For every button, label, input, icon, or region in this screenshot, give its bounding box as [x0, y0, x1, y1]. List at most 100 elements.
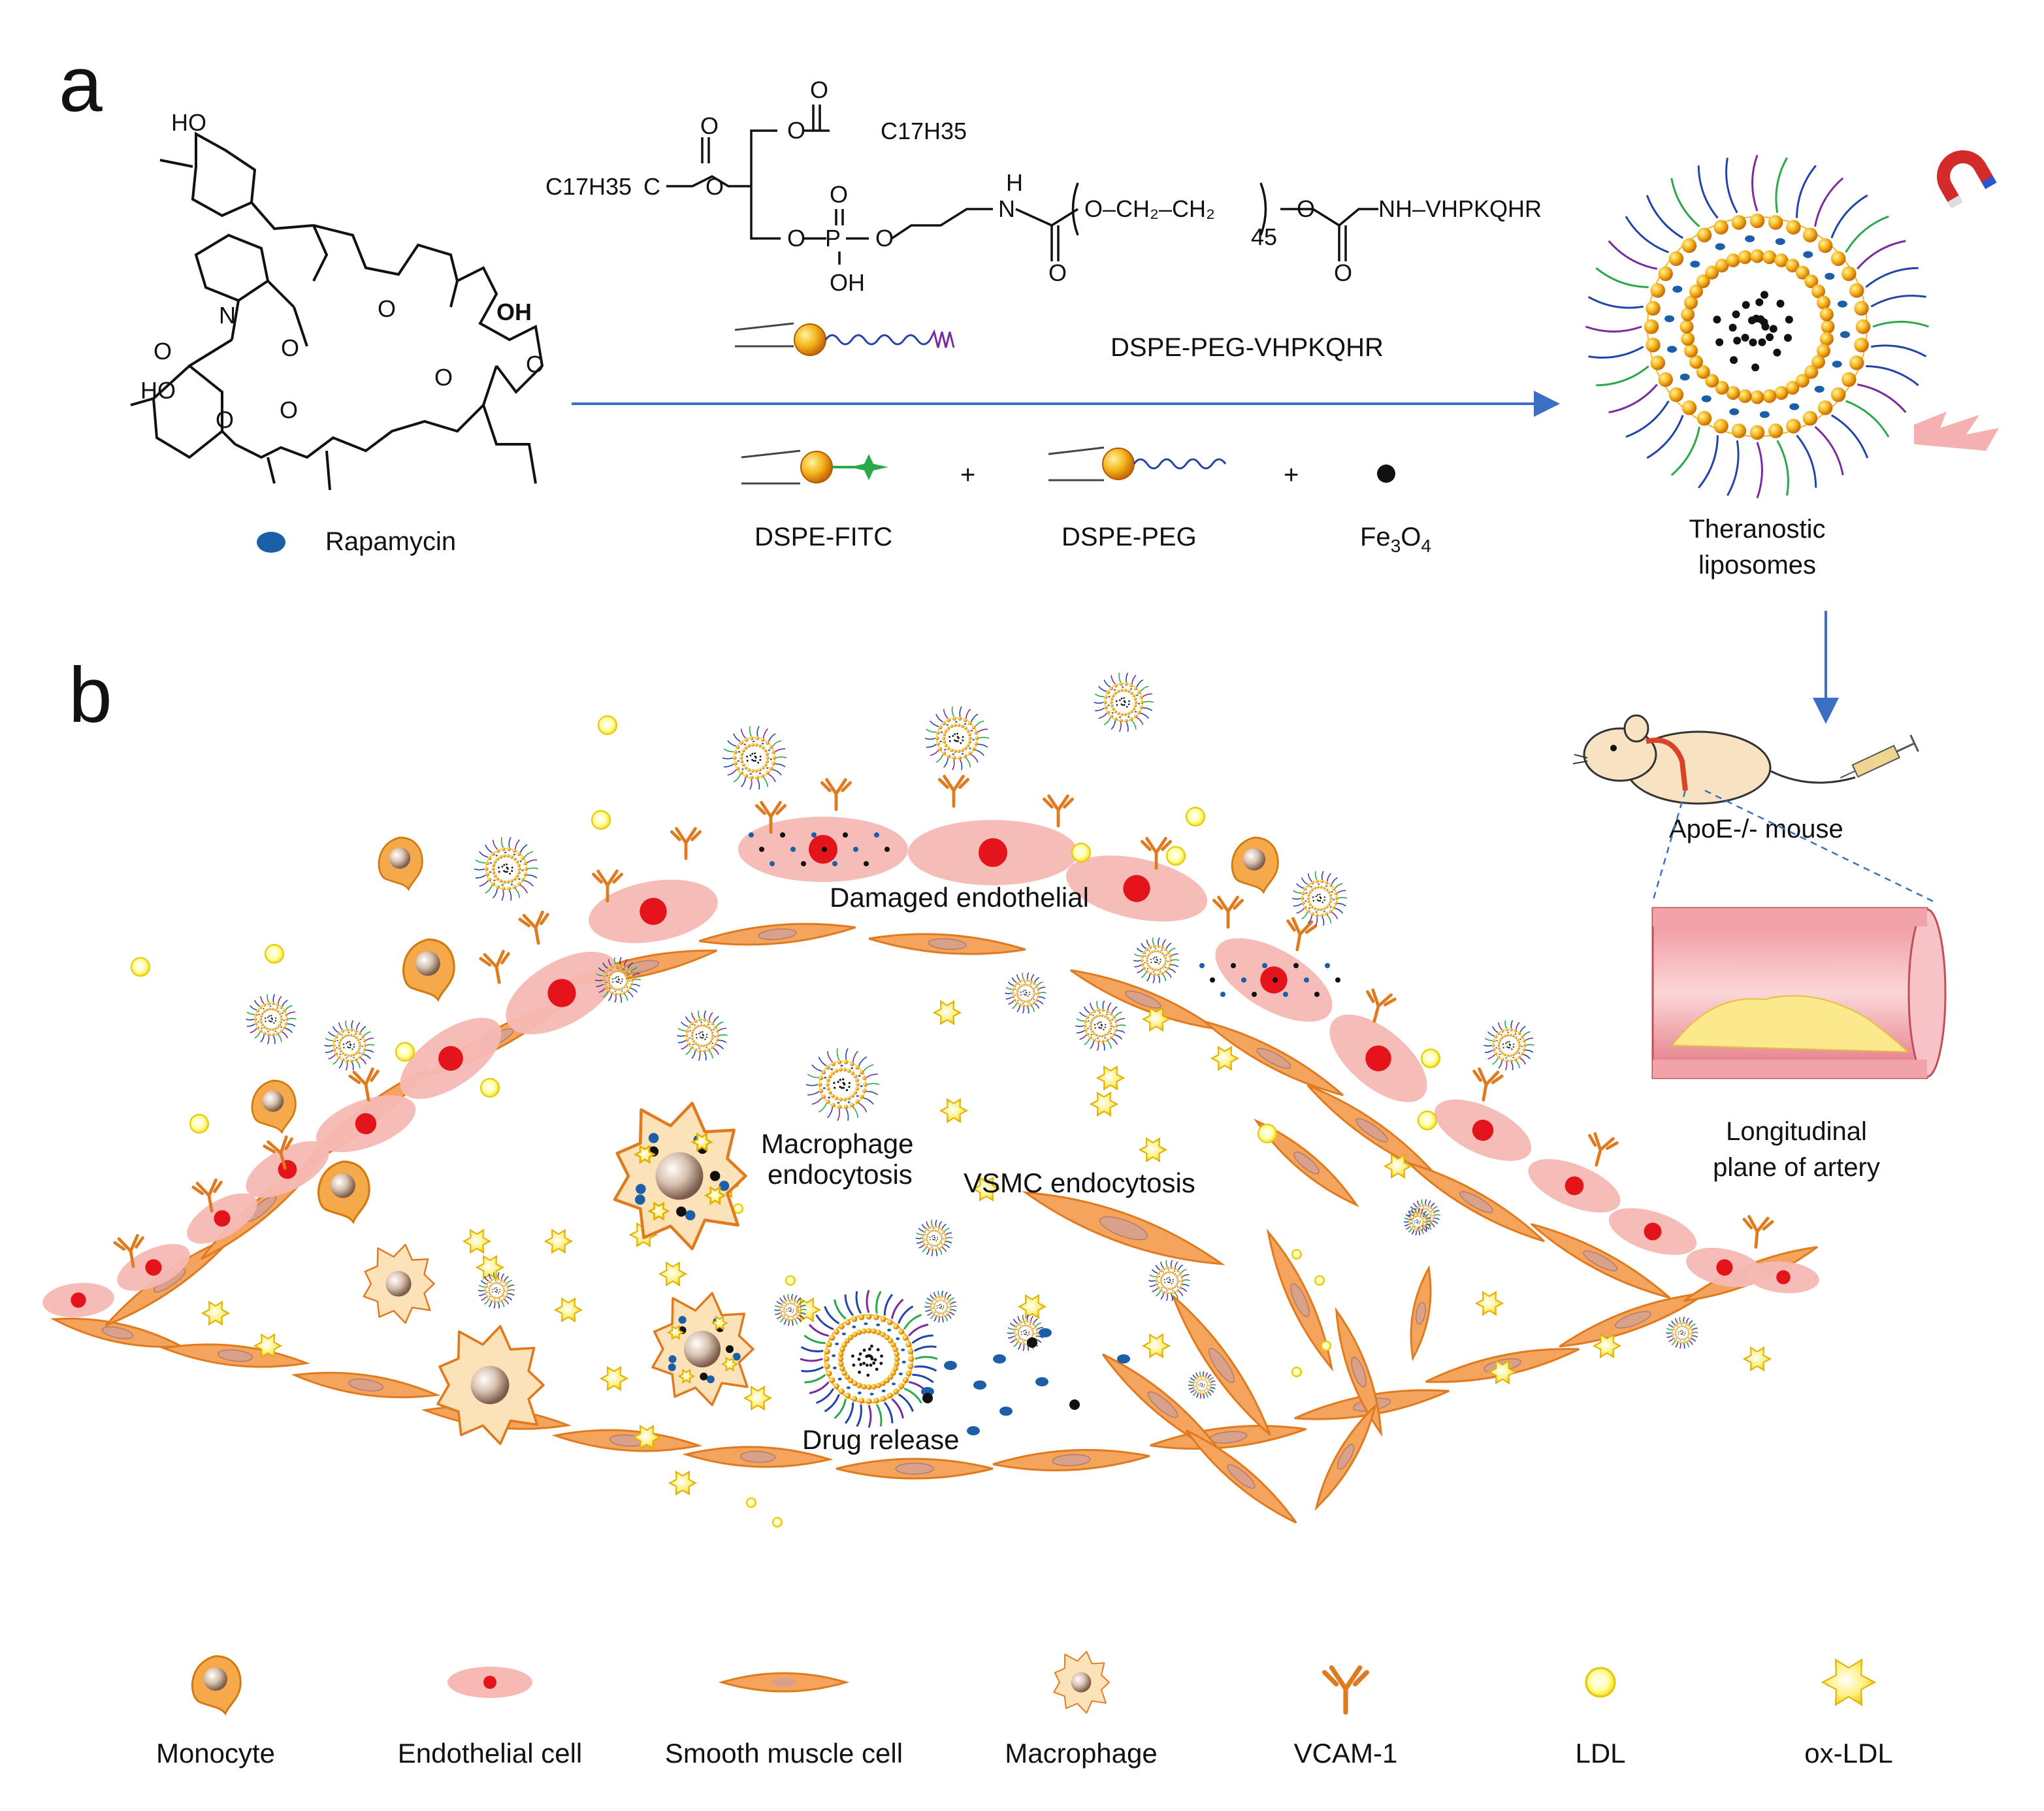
- liposome-small: [1188, 1371, 1216, 1399]
- ox-ldl-particle: [1138, 1137, 1168, 1163]
- svg-text:O: O: [281, 334, 299, 361]
- ox-ldl-particle: [971, 1176, 1001, 1202]
- liposome-small: [1666, 1316, 1698, 1349]
- plus-sign-2: +: [1284, 461, 1299, 489]
- svg-text:O: O: [875, 225, 894, 252]
- legend-item-smooth-muscle-cell: Smooth muscle cell: [665, 1672, 903, 1769]
- svg-text:O: O: [700, 112, 719, 139]
- macrophage: [651, 1292, 754, 1407]
- liposome-small: [1075, 1000, 1126, 1051]
- liposome-small: [478, 1271, 515, 1309]
- legend-item-ldl: LDL: [1575, 1667, 1626, 1769]
- drug-release-label: Drug release: [802, 1424, 959, 1455]
- endothelial-cell: [589, 879, 718, 943]
- released-fe3o4: [922, 1393, 933, 1403]
- endothelial-cell: [1329, 1015, 1427, 1102]
- artery-section: [1651, 907, 1947, 1079]
- ox-ldl-particle: [632, 1424, 662, 1450]
- liposome-small: [924, 706, 990, 770]
- theranostic-liposome-body: [1585, 155, 1929, 498]
- macrophage: [363, 1243, 435, 1324]
- outer-smc: [682, 1446, 834, 1468]
- monocyte: [1231, 836, 1279, 894]
- ox-ldl-particle: [462, 1228, 492, 1254]
- endothelial-cell: [1747, 1261, 1819, 1294]
- macrophage: [1053, 1650, 1110, 1714]
- ox-ldl-particle: [1474, 1290, 1504, 1316]
- svg-text:N: N: [998, 195, 1015, 222]
- ox-ldl-particle: [1742, 1346, 1772, 1372]
- ldl-particle: [1186, 807, 1205, 826]
- svg-text:P: P: [825, 225, 841, 252]
- outer-smc: [992, 1448, 1150, 1472]
- intima-smc: [698, 922, 856, 946]
- ldl-particle: [772, 1517, 783, 1527]
- svg-text:NH–VHPKQHR: NH–VHPKQHR: [1378, 195, 1542, 222]
- legend-label-ox-ldl: ox-LDL: [1804, 1738, 1892, 1769]
- ox-ldl-particle: [1017, 1294, 1047, 1320]
- liposome-small: [474, 837, 539, 901]
- legend-label-monocyte: Monocyte: [156, 1738, 275, 1769]
- dspe-peg-vhpkqhr-icon: [734, 322, 955, 356]
- ldl-particle: [1257, 1124, 1277, 1143]
- legend-label-ldl: LDL: [1575, 1738, 1625, 1769]
- liposome-small: [805, 1048, 880, 1121]
- legend-label-vcam1: VCAM-1: [1294, 1738, 1398, 1769]
- legend: Monocyte Endothelial cell Smooth muscle ce…: [156, 1650, 1893, 1769]
- ldl-particle: [1071, 843, 1091, 862]
- monocyte: [317, 1160, 370, 1224]
- ox-ldl-particle: [1210, 1045, 1240, 1071]
- ox-ldl-particle: [667, 1325, 685, 1340]
- ox-ldl-particle: [543, 1228, 574, 1254]
- ox-ldl-particle: [599, 1365, 629, 1392]
- ldl-particle: [1166, 846, 1186, 866]
- liposome-small: [1484, 1020, 1534, 1071]
- ox-ldl-particle: [743, 1385, 773, 1411]
- plaque-scene: [42, 672, 1819, 1527]
- vcam1-marker: [113, 1233, 144, 1269]
- plaque-smc: [1254, 1118, 1359, 1207]
- ox-ldl-particle: [647, 1201, 670, 1221]
- ox-ldl-particle: [475, 1254, 505, 1281]
- svg-text:O: O: [526, 351, 544, 378]
- vcam1-marker: [754, 800, 787, 834]
- svg-text:O: O: [434, 364, 453, 391]
- ox-ldl-particle: [668, 1470, 698, 1496]
- svg-text:N: N: [219, 302, 236, 329]
- dspe-peg-structure: [666, 105, 1378, 265]
- macrophage-endocytosis-label-1: Macrophage: [761, 1128, 913, 1159]
- panel-label-b: b: [69, 651, 112, 739]
- liposome-small: [1007, 1314, 1045, 1352]
- vcam1-marker: [1212, 895, 1244, 929]
- ldl-particle: [131, 957, 150, 977]
- intima-smc: [1204, 1020, 1344, 1096]
- vcam1-marker: [820, 777, 852, 811]
- ox-ldl-particle: [201, 1300, 231, 1326]
- ox-ldl-particle: [704, 1186, 726, 1205]
- ldl-particle: [189, 1114, 209, 1134]
- macrophage: [436, 1325, 545, 1445]
- ldl-particle: [746, 1497, 756, 1508]
- legend-item-vcam1: VCAM-1: [1294, 1665, 1398, 1769]
- endothelial-cell: [117, 1244, 190, 1291]
- ldl-particle: [591, 810, 611, 830]
- released-fe3o4: [1069, 1399, 1080, 1410]
- endothelial-cell: [1608, 1208, 1697, 1255]
- legend-label-smooth-muscle-cell: Smooth muscle cell: [665, 1738, 903, 1769]
- svg-text:O: O: [1048, 259, 1067, 286]
- plaque-smc: [1314, 1403, 1377, 1511]
- dspe-peg-label: DSPE-PEG: [1062, 523, 1197, 551]
- endothelial-cell: [42, 1282, 114, 1318]
- plaque-smc: [1185, 1429, 1297, 1524]
- damaged-endothelial-label: Damaged endothelial: [830, 882, 1089, 913]
- svg-text:O: O: [787, 117, 805, 144]
- ldl-particle: [265, 944, 284, 964]
- endothelial-cell: [400, 1017, 502, 1100]
- endothelial-cell: [506, 951, 618, 1035]
- svg-text:O: O: [378, 295, 396, 322]
- plus-sign-1: +: [960, 461, 975, 489]
- legend-label-endothelial-cell: Endothelial cell: [398, 1738, 583, 1769]
- svg-text:O–CH₂–CH₂: O–CH₂–CH₂: [1084, 195, 1215, 222]
- released-rapamycin: [993, 1354, 1006, 1363]
- ldl-particle: [785, 1275, 796, 1286]
